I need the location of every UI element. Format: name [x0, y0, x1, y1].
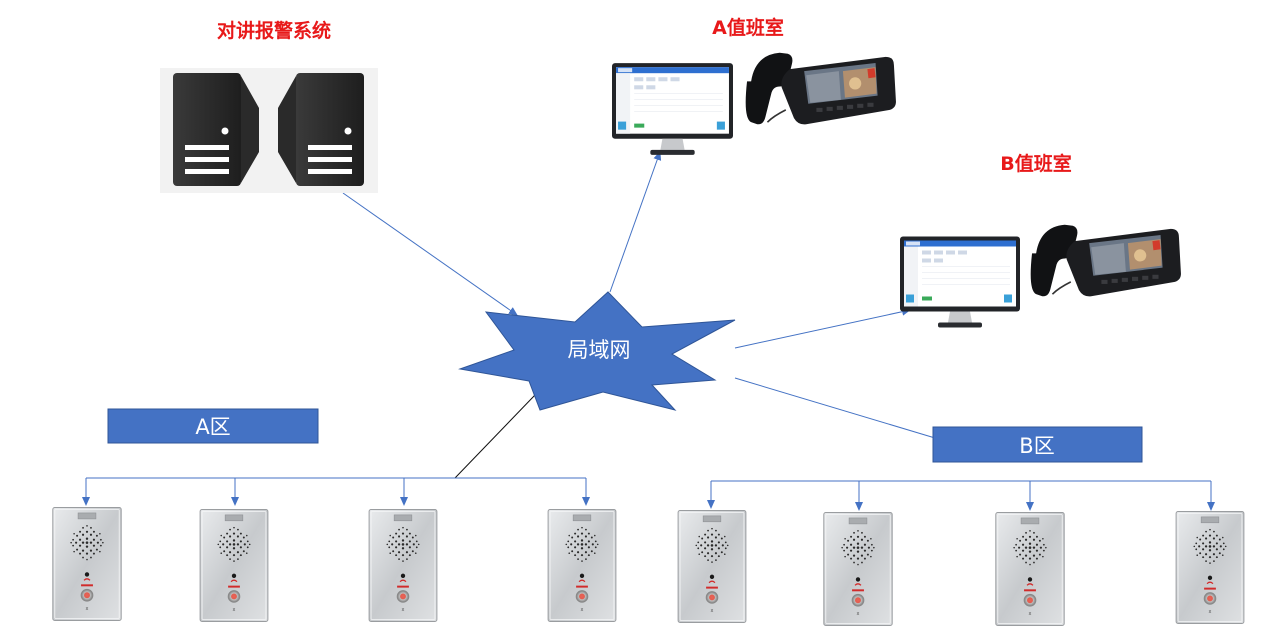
alarm-system-title: 对讲报警系统 [217, 19, 331, 42]
link-lan-to-duty-room-b [734, 307, 911, 349]
duty-room-b-monitor-icon [900, 235, 1020, 329]
intercom-panel-icon [1175, 511, 1245, 624]
duty-room-b-equipment [900, 223, 1182, 329]
intercom-panel-icon [995, 512, 1065, 626]
network-links [342, 151, 936, 479]
duty-room-a-monitor-icon [612, 62, 733, 156]
intercom-panel-icon [677, 510, 747, 623]
duty-room-b-title: B值班室 [1000, 152, 1071, 175]
intercom-panel-icon [199, 509, 269, 622]
intercom-panel-icon [547, 509, 617, 622]
zone-b-box: B区 [932, 426, 1143, 463]
link-server-to-lan [342, 192, 518, 316]
zone-b-bus [707, 480, 1215, 511]
duty-room-a-phone-icon [745, 51, 897, 126]
lan-label: 局域网 [568, 338, 631, 362]
intercom-panel-icon [368, 509, 438, 622]
link-lan-to-duty-room-a [609, 151, 662, 293]
intercom-panel-icon [52, 507, 122, 621]
duty-room-b-phone-icon [1030, 223, 1182, 298]
duty-room-a-equipment [612, 51, 897, 156]
zone-a-box: A区 [107, 408, 319, 444]
link-lan-to-zone-a-bus [454, 394, 536, 479]
zone-b-intercoms [677, 510, 1245, 626]
zone-a-bus [82, 477, 590, 506]
zone-a-intercoms [52, 507, 617, 622]
zone-b-label: B区 [1019, 434, 1054, 458]
server-icon [160, 68, 378, 193]
duty-room-a-title: A值班室 [712, 16, 784, 39]
zone-a-label: A区 [195, 415, 230, 439]
intercom-panel-icon [823, 512, 893, 626]
lan-node: 局域网 [458, 291, 736, 411]
lan-star-shape [458, 291, 736, 411]
link-lan-to-zone-b [734, 377, 936, 439]
